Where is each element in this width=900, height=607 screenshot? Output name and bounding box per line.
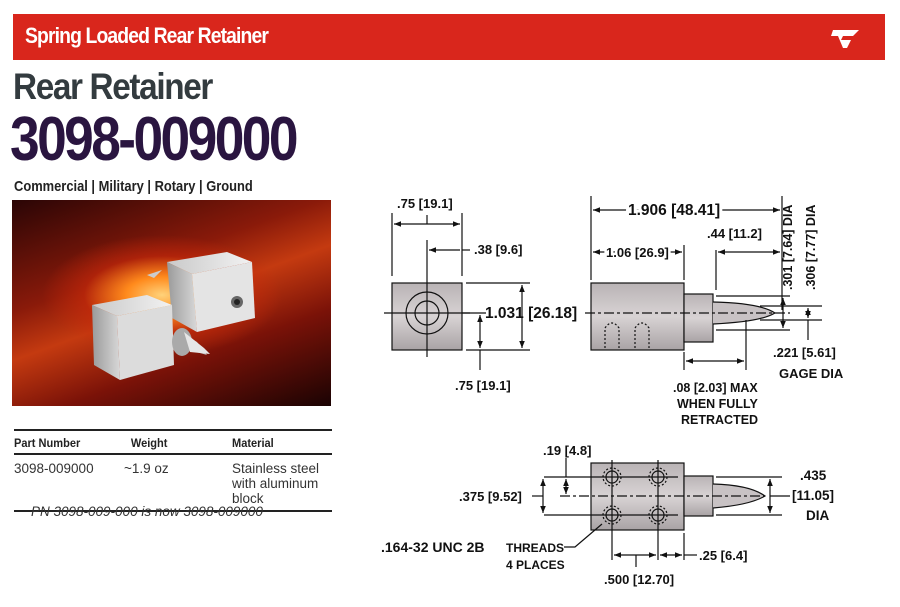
dim-front-center: .38 [9.6] [474, 242, 522, 257]
dim-shank-dia-3: DIA [806, 508, 830, 523]
dim-shank-dia-1: .435 [800, 468, 827, 483]
thread-spec-label: THREADS [506, 541, 564, 555]
dim-edge-distance: .25 [6.4] [699, 548, 747, 563]
column-header-part-number: Part Number [14, 429, 110, 455]
cell-material: Stainless steel with aluminum block [232, 454, 332, 512]
travel-note-3: RETRACTED [681, 413, 758, 427]
material-line-1: Stainless steel [232, 461, 320, 476]
part-number-heading: 3098-009000 [10, 105, 299, 174]
dim-overall-length: 1.906 [48.41] [628, 202, 720, 219]
cell-weight: ~1.9 oz [118, 454, 232, 512]
dim-front-height: 1.031 [26.18] [485, 305, 577, 322]
product-title: Rear Retainer [13, 66, 213, 107]
travel-note-2: WHEN FULLY [677, 397, 758, 411]
material-line-2: with aluminum block [232, 476, 319, 506]
dim-body-length: 1.06 [26.9] [606, 245, 669, 260]
dim-dia-min: .301 [7.64] DIA [781, 205, 795, 290]
thread-count: 4 PLACES [506, 558, 565, 572]
front-view [384, 213, 530, 370]
header-banner: Spring Loaded Rear Retainer [13, 14, 885, 60]
dim-hole-spacing-vertical: .375 [9.52] [459, 489, 522, 504]
dim-gage-dia: .221 [5.61] [773, 345, 836, 360]
travel-note-1: .08 [2.03] MAX [673, 381, 758, 395]
dim-front-width: .75 [19.1] [397, 196, 453, 211]
product-photo [12, 200, 331, 406]
dim-dia-max: .306 [7.77] DIA [804, 205, 818, 290]
thread-spec: .164-32 UNC 2B [381, 539, 485, 555]
cell-part-number: 3098-009000 [14, 454, 118, 512]
spec-table: Part Number Weight Material 3098-009000 … [14, 429, 332, 512]
column-header-weight: Weight [118, 429, 223, 455]
dim-shank-dia-2: [11.05] [792, 488, 834, 503]
banner-title: Spring Loaded Rear Retainer [25, 23, 269, 48]
table-row: 3098-009000 ~1.9 oz Stainless steel with… [14, 454, 332, 512]
side-view [585, 196, 822, 370]
part-number-note: PN 3098-009-000 is now 3098-009000 [31, 504, 263, 519]
gage-dia-label: GAGE DIA [779, 366, 844, 381]
dim-tip-length: .44 [11.2] [707, 226, 762, 241]
column-header-material: Material [232, 429, 324, 455]
dim-front-offset: .75 [19.1] [455, 378, 511, 393]
brand-logo-icon [831, 30, 859, 48]
bottom-view [532, 458, 790, 567]
dim-hole-spacing-horizontal: .500 [12.70] [604, 572, 674, 587]
dim-hole-offset: .19 [4.8] [543, 443, 591, 458]
applications-list: Commercial | Military | Rotary | Ground [14, 178, 253, 195]
